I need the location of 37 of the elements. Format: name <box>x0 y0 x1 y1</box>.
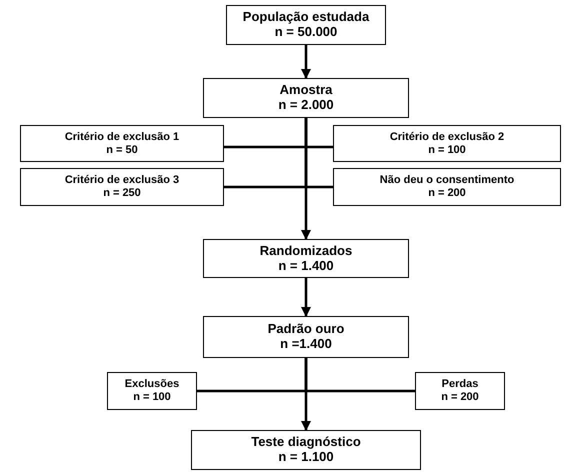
process-box <box>107 372 197 410</box>
box-title: Amostra <box>280 83 332 98</box>
box-title: População estudada <box>242 10 370 25</box>
count-text: n = 50.000 <box>274 25 338 40</box>
process-box <box>226 5 386 45</box>
box-title: Exclusões <box>124 378 180 391</box>
box-title: Critério de exclusão 3 <box>64 174 180 187</box>
count-text: n = 2.000 <box>278 98 334 113</box>
count-text: n = 50 <box>106 144 138 156</box>
process-box <box>333 125 561 162</box>
connector-line <box>304 358 415 392</box>
count-text: n = 200 <box>428 187 466 200</box>
count-text: n = 100 <box>133 391 171 404</box>
process-box <box>191 430 421 470</box>
box-title: Não deu o consentimento <box>380 174 514 187</box>
arrow <box>301 278 311 317</box>
process-box <box>203 316 409 358</box>
box-title: Perdas <box>442 378 478 391</box>
box-title: Critério de exclusão 1 <box>64 130 180 144</box>
process-box <box>20 125 224 162</box>
box-title: Teste diagnóstico <box>251 435 361 450</box>
count-text: n = 200 <box>441 391 479 404</box>
process-box <box>333 168 561 206</box>
process-box <box>203 239 409 278</box>
count-text: n = 1.400 <box>278 258 334 274</box>
box-title: Randomizados <box>260 244 352 258</box>
count-text: n =1.400 <box>280 337 332 352</box>
process-box <box>203 78 409 118</box>
box-title: Padrão ouro <box>268 322 344 337</box>
count-text: n = 250 <box>103 187 141 200</box>
arrow <box>301 45 311 79</box>
count-text: n = 100 <box>428 144 466 156</box>
box-title: Critério de exclusão 2 <box>390 130 504 144</box>
connector-line <box>304 118 333 188</box>
process-box <box>20 168 224 206</box>
count-text: n = 1.100 <box>278 450 334 465</box>
process-box <box>415 372 505 410</box>
